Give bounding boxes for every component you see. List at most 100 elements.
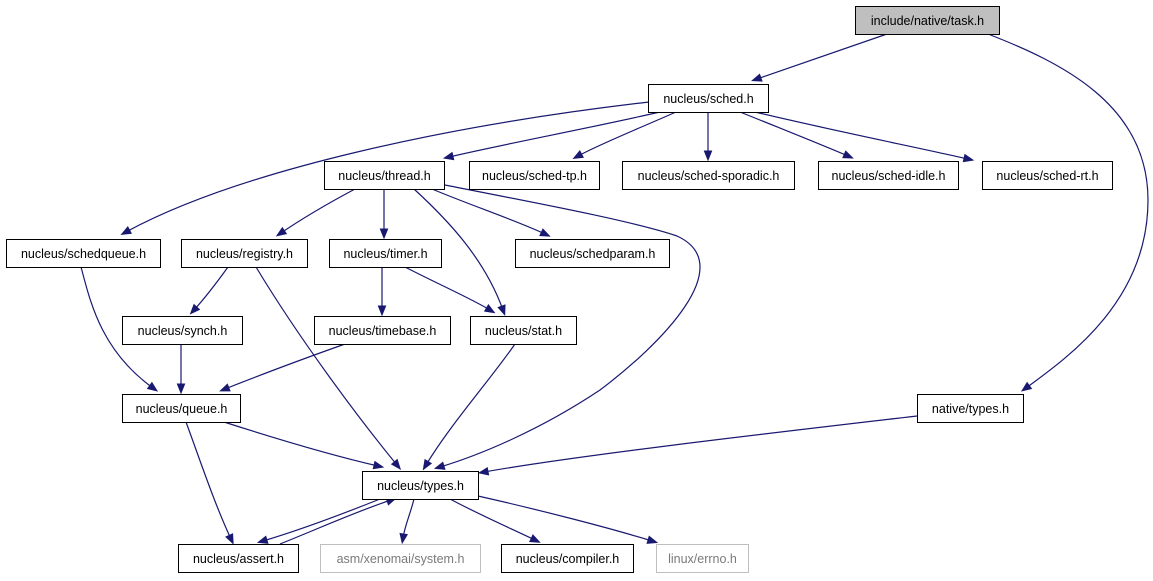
node-label: nucleus/compiler.h: [516, 552, 620, 566]
edge-queue-to-types: [223, 421, 385, 470]
node-label: nucleus/timebase.h: [329, 324, 437, 338]
edge-nativetypes-to-types: [477, 415, 918, 476]
node-label: linux/errno.h: [668, 552, 737, 566]
edge-line: [262, 498, 381, 542]
node-box: [622, 161, 795, 190]
edge-line: [439, 184, 701, 468]
node-schedparam[interactable]: nucleus/schedparam.h: [515, 239, 670, 268]
arrow-head: [189, 303, 201, 315]
edge-registry-to-types: [255, 266, 402, 470]
edge-line: [448, 111, 661, 158]
node-box: [818, 161, 959, 190]
edge-line: [756, 33, 888, 80]
node-synch[interactable]: nucleus/synch.h: [122, 316, 243, 345]
edge-queue-to-assert: [185, 421, 234, 545]
arrow-head: [703, 150, 713, 162]
edge-sched-to-schedidle: [739, 111, 854, 159]
edge-line: [255, 266, 398, 466]
arrow-head: [483, 304, 496, 314]
node-task[interactable]: include/native/task.h: [855, 6, 1000, 35]
node-schedtp[interactable]: nucleus/sched-tp.h: [469, 161, 600, 190]
node-label: nucleus/thread.h: [338, 169, 430, 183]
arrow-head: [256, 535, 269, 544]
node-box: [515, 239, 670, 268]
edge-line: [449, 498, 536, 541]
node-box: [329, 239, 442, 268]
edge-sched-to-schedrt: [754, 111, 975, 163]
edge-line: [80, 266, 154, 389]
node-schedrt[interactable]: nucleus/sched-rt.h: [982, 161, 1113, 190]
edge-line: [185, 421, 232, 540]
node-box: [314, 316, 451, 345]
edge-timer-to-timebase: [377, 267, 387, 317]
node-label: nucleus/registry.h: [196, 247, 293, 261]
arrow-head: [219, 383, 231, 392]
node-nativetypes[interactable]: native/types.h: [917, 394, 1024, 423]
node-registry[interactable]: nucleus/registry.h: [181, 239, 308, 268]
arrow-head: [275, 226, 288, 237]
node-schedqueue[interactable]: nucleus/schedqueue.h: [6, 239, 161, 268]
arrow-head: [176, 383, 186, 395]
edge-line: [477, 495, 653, 542]
edge-sched-to-schedqueue: [120, 101, 650, 236]
node-system: asm/xenomai/system.h: [320, 544, 481, 573]
node-timer[interactable]: nucleus/timer.h: [329, 239, 442, 268]
edge-thread-to-registry: [275, 188, 356, 237]
arrow-head: [962, 153, 975, 163]
node-label: asm/xenomai/system.h: [337, 552, 465, 566]
node-compiler[interactable]: nucleus/compiler.h: [501, 544, 634, 573]
edge-types-to-compiler: [449, 498, 541, 543]
arrow-head: [751, 73, 763, 82]
node-label: nucleus/timer.h: [343, 247, 427, 261]
edge-line: [125, 101, 650, 233]
edge-line: [280, 188, 356, 234]
arrow-head: [379, 228, 389, 240]
node-label: nucleus/stat.h: [485, 324, 562, 338]
node-assert[interactable]: nucleus/assert.h: [178, 544, 299, 573]
arrow-head: [442, 151, 455, 161]
arrow-head: [422, 458, 433, 471]
arrow-head: [477, 466, 490, 476]
edge-line: [404, 266, 491, 311]
edge-line: [425, 343, 516, 466]
edge-task-to-nativetypes: [987, 33, 1149, 392]
node-label: nucleus/sched-sporadic.h: [638, 169, 780, 183]
node-label: nucleus/types.h: [377, 479, 464, 493]
node-stat[interactable]: nucleus/stat.h: [470, 316, 577, 345]
node-sched[interactable]: nucleus/sched.h: [648, 84, 769, 113]
edge-timer-to-stat: [404, 266, 496, 314]
node-label: nucleus/sched-rt.h: [996, 169, 1098, 183]
edge-layer: [80, 33, 1149, 545]
edge-line: [987, 33, 1149, 389]
node-box: [324, 161, 445, 190]
edge-schedqueue-to-queue: [80, 266, 159, 392]
arrow-head: [646, 535, 659, 544]
arrow-head: [120, 226, 132, 236]
node-thread[interactable]: nucleus/thread.h: [324, 161, 445, 190]
arrow-head: [399, 532, 409, 545]
edge-sched-to-thread: [442, 111, 661, 161]
node-schedidle[interactable]: nucleus/sched-idle.h: [818, 161, 959, 190]
arrow-head: [1020, 381, 1033, 392]
arrow-head: [372, 460, 385, 470]
edge-sched-to-schedtp: [572, 111, 677, 160]
edge-sched-to-schedsporadic: [703, 112, 713, 162]
node-label: nucleus/synch.h: [138, 324, 228, 338]
node-label: nucleus/sched-idle.h: [832, 169, 946, 183]
edge-stat-to-types: [422, 343, 516, 471]
node-box: [122, 316, 243, 345]
edge-line: [739, 111, 849, 157]
node-layer: include/native/task.h nucleus/sched.h nucl…: [6, 6, 1113, 573]
node-box: [855, 6, 1000, 35]
node-schedsporadic[interactable]: nucleus/sched-sporadic.h: [622, 161, 795, 190]
node-label: nucleus/sched.h: [663, 92, 753, 106]
node-box: [320, 544, 481, 573]
node-timebase[interactable]: nucleus/timebase.h: [314, 316, 451, 345]
edge-line: [224, 343, 346, 390]
edge-line: [431, 188, 546, 235]
node-types[interactable]: nucleus/types.h: [362, 471, 479, 500]
node-queue[interactable]: nucleus/queue.h: [122, 394, 241, 423]
edge-line: [483, 415, 918, 473]
arrow-head: [225, 533, 234, 545]
